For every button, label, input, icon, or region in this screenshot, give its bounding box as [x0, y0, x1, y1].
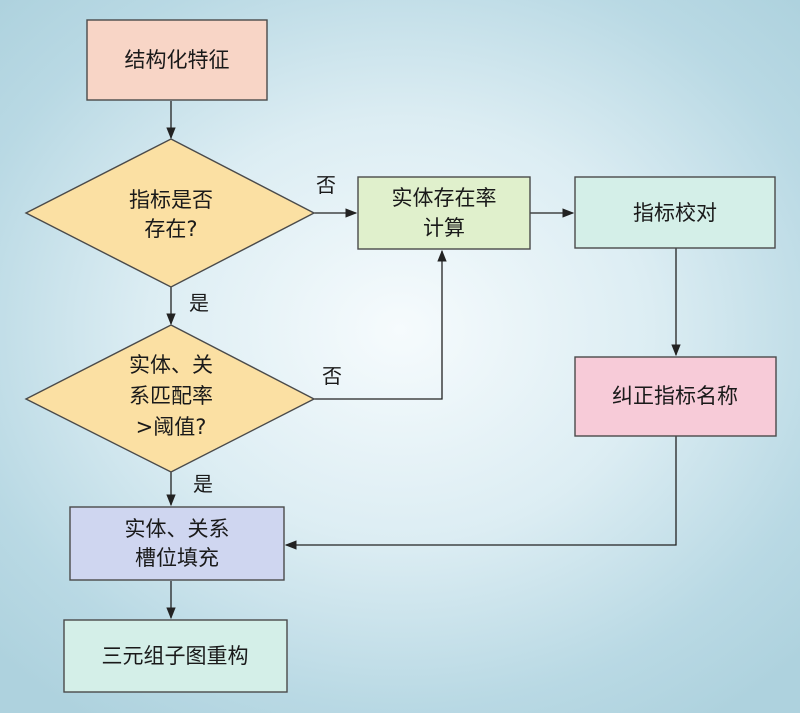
node-entity-rate: 实体存在率 计算 — [357, 176, 531, 250]
node-entity-rate-line-1: 实体存在率 — [392, 186, 497, 210]
edge-label-yes-2: 是 — [193, 472, 213, 496]
node-rebuild-label: 三元组子图重构 — [102, 644, 249, 668]
decision-indicator-exists: 指标是否 存在? — [24, 138, 316, 288]
edge-label-no-2: 否 — [322, 364, 342, 388]
decision-match-rate: 实体、关 系匹配率 >阈值? — [24, 324, 316, 473]
node-rebuild: 三元组子图重构 — [63, 619, 288, 693]
node-structured-features: 结构化特征 — [86, 19, 268, 101]
node-slot-fill-line-1: 实体、关系 — [125, 517, 230, 541]
node-correct-name-label: 纠正指标名称 — [612, 384, 738, 408]
node-indicator-check: 指标校对 — [574, 176, 776, 249]
node-slot-fill: 实体、关系 槽位填充 — [69, 506, 285, 581]
node-slot-fill-line-2: 槽位填充 — [135, 546, 219, 570]
decision-indicator-exists-line-2: 存在? — [144, 217, 197, 241]
decision-indicator-exists-line-1: 指标是否 — [129, 188, 213, 212]
node-structured-features-label: 结构化特征 — [125, 48, 230, 72]
node-correct-name: 纠正指标名称 — [574, 356, 777, 437]
node-entity-rate-line-2: 计算 — [423, 216, 465, 240]
node-indicator-check-label: 指标校对 — [633, 201, 717, 225]
edge-label-no-1: 否 — [316, 173, 336, 197]
decision-match-rate-line-2: 系匹配率 — [129, 384, 213, 408]
decision-match-rate-line-3: >阈值? — [136, 415, 207, 439]
edge-label-yes-1: 是 — [189, 291, 209, 315]
arrow-match-no-to-rate — [314, 249, 447, 400]
arrow-correct-to-slot — [284, 436, 677, 550]
decision-match-rate-line-1: 实体、关 — [129, 353, 213, 377]
